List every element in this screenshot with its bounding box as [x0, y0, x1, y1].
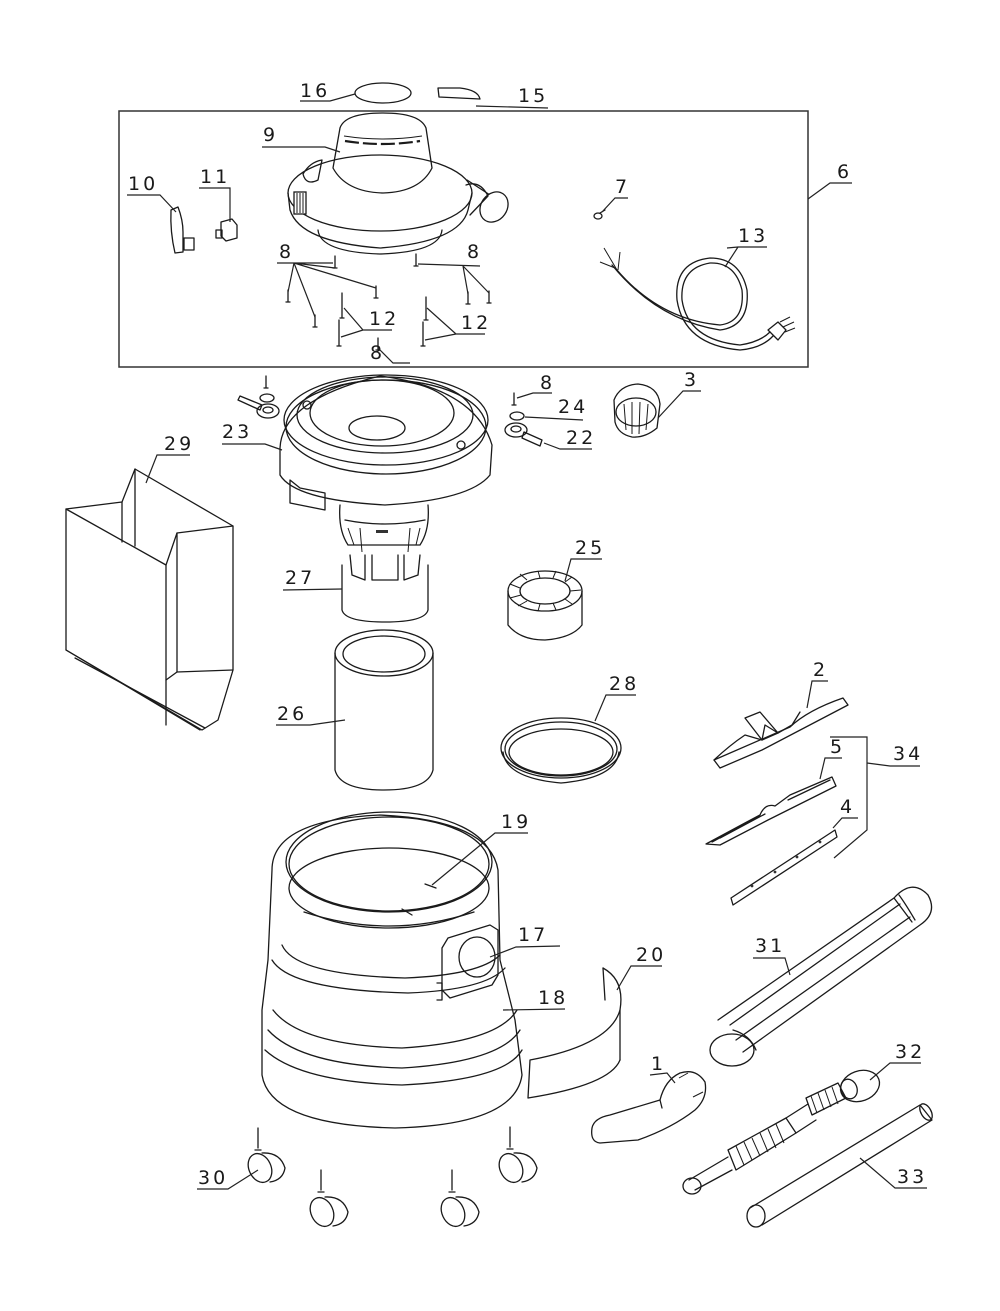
part-27-filter-cage: 27 — [282, 554, 429, 623]
part-28-filter-ring: 28 — [500, 673, 639, 784]
callout-17: 17 — [518, 924, 548, 946]
callout-11: 11 — [200, 166, 230, 188]
callout-33: 33 — [897, 1166, 927, 1188]
lid-clamp-right: 8 24 22 — [504, 372, 596, 450]
callout-10: 10 — [128, 173, 158, 195]
part-19-pins: 19 — [401, 811, 531, 916]
part-2-squeegee-nozzle: 2 — [713, 659, 849, 769]
part-29-dust-bag: 29 — [65, 433, 234, 731]
part-26-cartridge-filter: 26 — [276, 629, 434, 791]
screws-group: 8 8 12 12 8 — [277, 241, 492, 364]
callout-7: 7 — [615, 176, 630, 198]
callout-12-right: 12 — [461, 312, 491, 334]
part-15-label: 15 — [437, 85, 549, 109]
callout-16: 16 — [300, 80, 330, 102]
callout-31: 31 — [755, 935, 785, 957]
part-3-hose-connector: 3 — [613, 369, 701, 438]
caster — [440, 1169, 480, 1228]
callout-6: 6 — [837, 161, 852, 183]
part-23-lid: 23 — [222, 374, 493, 553]
part-20-accessory-band: 20 — [527, 944, 666, 1099]
callout-8-left: 8 — [279, 241, 294, 263]
callout-23: 23 — [222, 421, 252, 443]
part-31-extension-wand: 31 — [709, 886, 933, 1067]
part-25-foam-filter: 25 — [507, 537, 605, 641]
callout-13: 13 — [738, 225, 768, 247]
callout-5: 5 — [830, 736, 845, 758]
callout-24: 24 — [558, 396, 588, 418]
callout-20: 20 — [636, 944, 666, 966]
part-7-screw: 7 — [593, 176, 630, 220]
callout-30: 30 — [198, 1167, 228, 1189]
callout-2: 2 — [813, 659, 828, 681]
part-16-badge: 16 — [300, 80, 412, 104]
callout-4: 4 — [840, 796, 855, 818]
callout-18: 18 — [538, 987, 568, 1009]
callout-26: 26 — [277, 703, 307, 725]
callout-1: 1 — [651, 1053, 666, 1075]
part-33-extension-tube: 33 — [746, 1103, 933, 1228]
part-9-motor-cover: 9 — [262, 112, 509, 255]
callout-15: 15 — [518, 85, 548, 107]
callout-8-bottom: 8 — [370, 342, 385, 364]
callout-22: 22 — [566, 427, 596, 449]
part-4-squeegee-blade: 4 — [730, 796, 858, 906]
part-30-casters: 30 — [197, 1126, 538, 1228]
part-5-squeegee-insert: 5 — [705, 736, 845, 846]
part-32-hose: 32 — [682, 1041, 925, 1195]
part-34-squeegee-kit: 34 — [830, 736, 923, 859]
callout-28: 28 — [609, 673, 639, 695]
caster — [309, 1169, 349, 1228]
callout-3: 3 — [684, 369, 699, 391]
callout-12-left: 12 — [369, 308, 399, 330]
part-17-inlet-port: 17 — [441, 924, 561, 999]
part-10-latch: 10 — [127, 173, 195, 254]
callout-29: 29 — [164, 433, 194, 455]
callout-27: 27 — [285, 567, 315, 589]
callout-32: 32 — [895, 1041, 925, 1063]
part-1-floor-nozzle: 1 — [591, 1053, 707, 1144]
part-11-switch: 11 — [199, 166, 238, 242]
part-18-tank: 19 17 18 — [261, 811, 568, 1129]
callout-34: 34 — [893, 743, 923, 765]
callout-9: 9 — [263, 124, 278, 146]
callout-8-right: 8 — [467, 241, 482, 263]
part-13-power-cord: 13 — [599, 225, 796, 351]
lid-clamp-left — [237, 375, 280, 419]
caster — [247, 1127, 286, 1184]
callout-25: 25 — [575, 537, 605, 559]
callout-19: 19 — [501, 811, 531, 833]
callout-8-clamp: 8 — [540, 372, 555, 394]
caster — [498, 1126, 538, 1184]
assembly-6-frame — [118, 110, 809, 368]
